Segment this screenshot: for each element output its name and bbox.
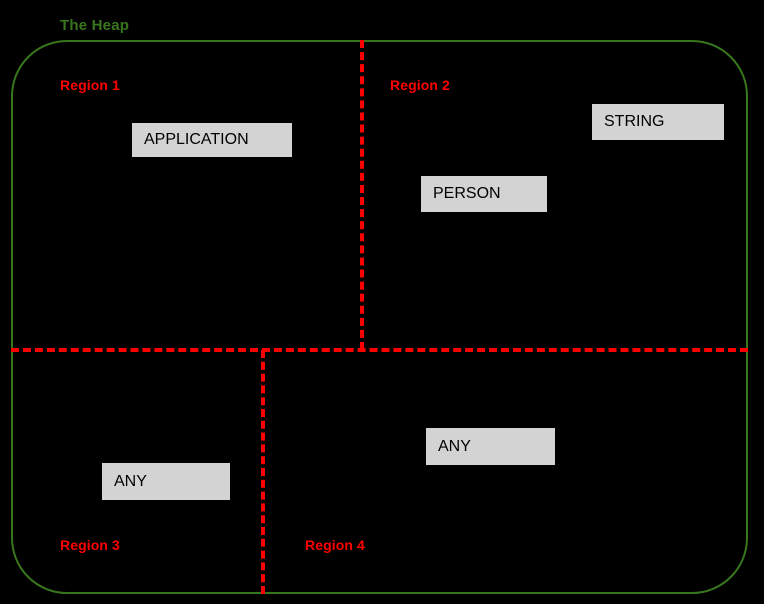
region-label-1: Region 1: [60, 77, 120, 93]
object-box-application: APPLICATION: [132, 123, 292, 157]
object-box-person: PERSON: [421, 176, 547, 212]
divider-vertical-top: [360, 40, 364, 350]
region-label-3: Region 3: [60, 537, 120, 553]
heap-boundary: [11, 40, 748, 594]
object-box-string: STRING: [592, 104, 724, 140]
region-label-2: Region 2: [390, 77, 450, 93]
divider-horizontal: [11, 348, 748, 352]
object-box-any-region-4: ANY: [426, 428, 555, 465]
divider-vertical-bottom: [261, 350, 265, 594]
region-label-4: Region 4: [305, 537, 365, 553]
object-box-any-region-3: ANY: [102, 463, 230, 500]
heap-title: The Heap: [60, 17, 130, 34]
